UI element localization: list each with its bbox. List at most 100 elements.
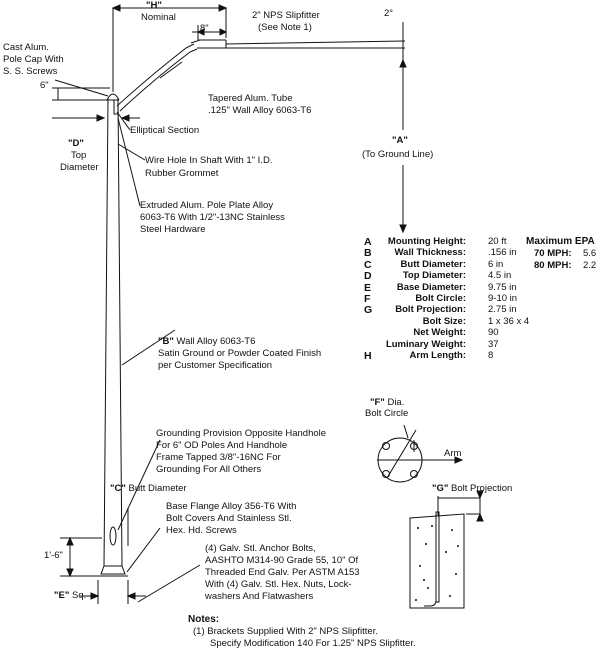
- one-six-label: 1'-6": [44, 550, 63, 561]
- plate-callout-1: Extruded Alum. Pole Plate Alloy: [140, 200, 274, 211]
- arm-label: Arm: [444, 448, 462, 459]
- spec-label: Butt Diameter:: [400, 258, 466, 270]
- b-finish-callout: Satin Ground or Powder Coated Finish: [158, 348, 322, 359]
- base-flange-callout-3: Hex. Hd. Screws: [166, 525, 237, 536]
- spec-letter: A: [364, 236, 372, 248]
- spec-value: 6 in: [488, 258, 504, 270]
- spec-label: Luminary Weight:: [385, 338, 466, 350]
- spec-value: .156 in: [488, 247, 517, 259]
- grounding-callout-4: Grounding For All Others: [156, 464, 262, 475]
- foundation-section: [409, 513, 465, 609]
- elliptical-callout: Elliptical Section: [130, 125, 200, 136]
- h-dimension-sub: Nominal: [141, 12, 176, 23]
- c-butt-text: Butt Diameter: [125, 483, 187, 494]
- base-flange-callout-2: Bolt Covers And Stainless Stl.: [166, 513, 292, 524]
- pole-cap: [106, 93, 120, 101]
- concrete-hatch: [415, 525, 459, 601]
- c-prefix: "C": [110, 483, 126, 494]
- d-dimension-label: "D": [68, 138, 84, 149]
- epa-80-label: 80 MPH:: [534, 260, 572, 271]
- arm-tube: [116, 43, 198, 112]
- wire-hole-callout-1: Wire Hole In Shaft With 1" I.D.: [145, 155, 273, 166]
- h-dimension-label: "H": [146, 0, 162, 11]
- plate-callout-3: Steel Hardware: [140, 224, 206, 235]
- spec-letter: B: [364, 247, 372, 260]
- pole-cap-callout-3: S. S. Screws: [3, 66, 58, 77]
- anchor-callout-1: (4) Galv. Stl. Anchor Bolts,: [205, 543, 316, 554]
- spec-value: 8: [488, 350, 494, 361]
- plate-callout-2: 6063-T6 With 1/2"-13NC Stainless: [140, 212, 285, 223]
- notes-title: Notes:: [188, 614, 220, 625]
- grounding-callout-1: Grounding Provision Opposite Handhole: [156, 428, 327, 439]
- spec-label: Base Diameter:: [396, 281, 466, 293]
- six-inch-label: 6": [40, 80, 49, 91]
- grounding-callout-3: Frame Tapped 3/8"-16NC For: [156, 452, 281, 463]
- spec-letter: G: [364, 304, 373, 317]
- tube-callout-2: .125" Wall Alloy 6063-T6: [208, 105, 312, 116]
- tube-callout-1: Tapered Alum. Tube: [208, 93, 293, 104]
- spec-label: Net Weight:: [413, 327, 466, 339]
- pole-plate: [113, 99, 119, 115]
- g-prefix: "G": [432, 483, 449, 494]
- a-dimension-label: "A": [392, 135, 408, 146]
- f-dia-label: "F" Dia.: [370, 397, 404, 409]
- e-prefix: "E": [54, 590, 70, 601]
- spec-letter: C: [364, 258, 372, 271]
- g-projection-label: "G" Bolt Projection: [432, 483, 512, 495]
- b-wall-callout: "B" Wall Alloy 6063-T6: [158, 336, 255, 348]
- spec-label: Mounting Height:: [387, 236, 466, 247]
- spec-value: 9-10 in: [488, 293, 518, 304]
- d-dimension-sub-1: Top: [71, 150, 87, 161]
- slipfitter-note: (See Note 1): [258, 22, 312, 33]
- spec-value: 9.75 in: [488, 281, 517, 293]
- wire-hole-callout-2: Rubber Grommet: [145, 168, 219, 179]
- slipfitter-label: 2" NPS Slipfitter: [252, 10, 320, 21]
- spec-value: 37: [488, 338, 499, 350]
- b-spec-callout: per Customer Specification: [158, 360, 273, 371]
- f-dia-text: Dia.: [384, 397, 405, 408]
- spec-label: Wall Thickness:: [394, 247, 466, 259]
- e-square-label: "E" Sq.: [54, 590, 86, 602]
- note-line-1: (1) Brackets Supplied With 2" NPS Slipfi…: [193, 626, 378, 637]
- f-prefix: "F": [370, 397, 385, 408]
- epa-70-value: 5.6: [583, 248, 597, 259]
- c-butt-callout: "C" Butt Diameter: [110, 483, 187, 495]
- bolt-circle-label: Bolt Circle: [365, 408, 409, 419]
- epa-70-label: 70 MPH:: [534, 248, 572, 259]
- spec-letter: D: [364, 270, 372, 283]
- a-dimension-sub: (To Ground Line): [362, 149, 434, 160]
- anchor-callout-3: Threaded End Galv. Per ASTM A153: [205, 567, 360, 578]
- spec-letter: F: [364, 293, 371, 305]
- base-flange: [100, 565, 126, 575]
- e-sub: Sq.: [72, 590, 87, 601]
- spec-label: Bolt Size:: [422, 315, 466, 327]
- b-wall-text: Wall Alloy 6063-T6: [173, 336, 256, 347]
- pole-cap-callout-1: Cast Alum.: [3, 42, 49, 53]
- note-line-2: Specify Modification 140 For 1.25" NPS S…: [210, 638, 416, 649]
- spec-value: 1 x 36 x 4: [488, 315, 530, 327]
- spec-label: Top Diameter:: [402, 270, 466, 282]
- handhole: [109, 526, 117, 546]
- spec-label: Arm Length:: [409, 350, 466, 361]
- spec-value: 4.5 in: [488, 270, 512, 282]
- two-degree-label: 2°: [384, 8, 394, 19]
- grounding-callout-2: For 6" OD Poles And Handhole: [156, 440, 288, 451]
- spec-letter: H: [364, 350, 372, 362]
- spec-label: Bolt Projection:: [395, 304, 466, 316]
- eight-inch-label: 8": [200, 23, 209, 34]
- base-flange-callout-1: Base Flange Alloy 356-T6 With: [166, 501, 297, 512]
- d-dimension-sub-2: Diameter: [60, 162, 99, 173]
- epa-title: Maximum EPA: [526, 236, 595, 247]
- anchor-callout-5: washers And Flatwashers: [205, 591, 314, 602]
- epa-80-value: 2.2: [583, 260, 597, 271]
- b-prefix: "B": [158, 336, 174, 347]
- g-projection-text: Bolt Projection: [448, 483, 513, 494]
- spec-label: Bolt Circle:: [415, 293, 466, 304]
- spec-value: 2.75 in: [488, 304, 517, 316]
- spec-letter: E: [364, 281, 372, 294]
- spec-value: 20 ft: [488, 236, 507, 247]
- pole-shaft: [103, 97, 123, 567]
- anchor-callout-4: With (4) Galv. Stl. Hex. Nuts, Lock-: [205, 579, 352, 590]
